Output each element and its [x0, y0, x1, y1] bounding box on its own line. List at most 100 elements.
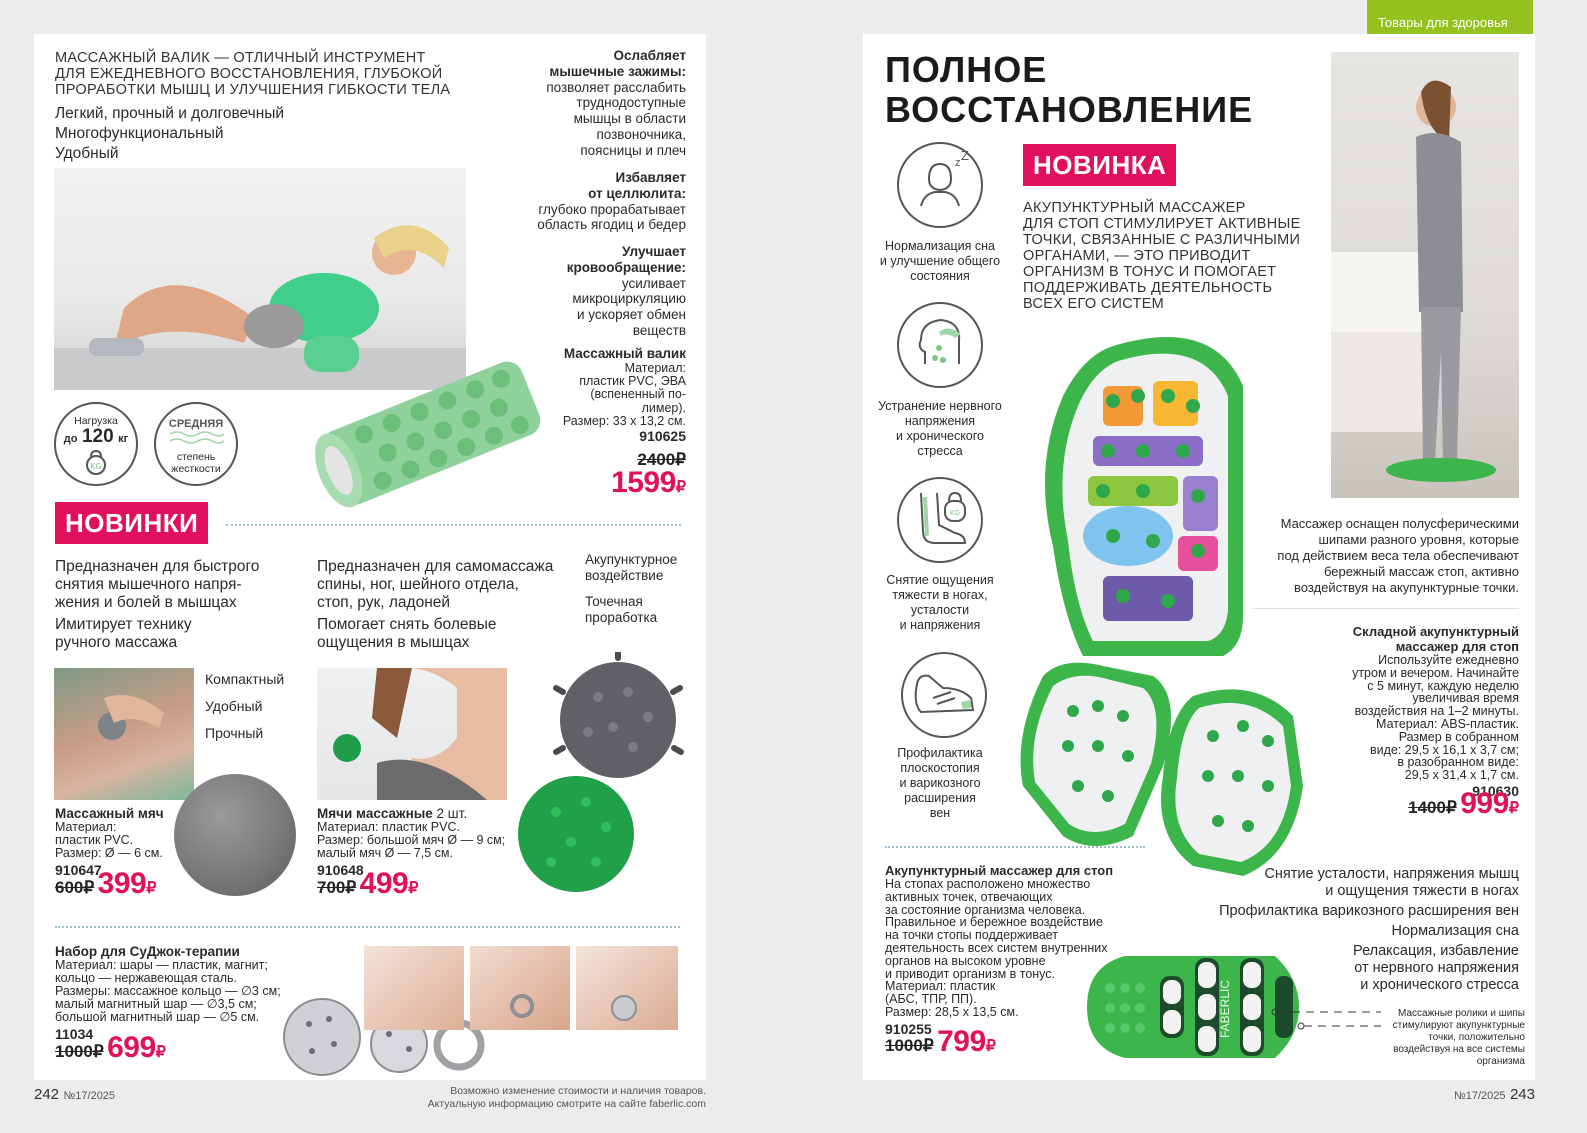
foam-roller-image: [302, 350, 554, 510]
old-price: 600₽: [55, 878, 95, 897]
stiffness-badge: СРЕДНЯЯ степень жесткости: [154, 402, 238, 486]
benefit-circulation: Улучшает кровообращение: усиливает микро…: [566, 244, 686, 338]
feature-item: Компактный: [205, 671, 285, 687]
ball-description: Предназначен для быстрого снятия мышечно…: [55, 558, 260, 651]
intro-text: АКУПУНКТУРНЫЙ МАССАЖЕР ДЛЯ СТОП СТИМУЛИР…: [1023, 200, 1301, 312]
sku: 910648: [317, 862, 364, 878]
price-disclaimer: Возможно изменение стоимости и наличия т…: [427, 1085, 706, 1110]
old-price: 1000₽: [885, 1035, 934, 1055]
roller-foot-massager-image: FABERLIC: [1085, 948, 1301, 1066]
wave-icon: [169, 431, 225, 444]
left-footer: 242 №17/2025: [34, 1086, 706, 1104]
massage-balls-info: Мячи массажные 2 шт. Материал: пластик P…: [317, 806, 506, 900]
sujok-foot-photo: [576, 946, 678, 1030]
sujok-balls-image: [274, 989, 494, 1079]
kettlebell-icon: KG: [86, 449, 106, 475]
sku: 910630: [1472, 782, 1519, 799]
price: 699: [107, 1031, 156, 1064]
folding-massager-info: Складной акупунктурный массажер для стоп…: [1303, 624, 1519, 818]
page-title: ПОЛНОЕ ВОССТАНОВЛЕНИЕ: [885, 49, 1254, 130]
massage-ball-info: Массажный мяч Материал: пластик PVC. Раз…: [55, 806, 164, 900]
page-number: 242: [34, 1086, 60, 1103]
feature-item: Удобный: [55, 145, 119, 162]
svg-text:KG: KG: [90, 462, 102, 471]
grey-massage-ball-image: [174, 774, 296, 896]
svg-text:Z: Z: [961, 148, 969, 163]
shoe-icon: [901, 652, 987, 738]
workout-illustration: [54, 225, 466, 390]
green-spiky-ball-image: [506, 762, 646, 902]
sku: 910625: [639, 428, 686, 445]
old-price: 1000₽: [55, 1042, 104, 1061]
product-name: Акупунктурный массажер для стоп: [885, 863, 1114, 878]
benefit-sleep: Нормализация сна и улучшение общего сост…: [879, 239, 1001, 283]
benefit-leg-heaviness: Снятие ощущения тяжести в ногах, усталос…: [886, 573, 994, 632]
feature-item: Легкий, прочный и долговечный: [55, 105, 285, 122]
price: 799: [937, 1024, 986, 1058]
section-tab: Товары для здоровья: [1367, 0, 1533, 34]
price: 1599: [611, 466, 676, 499]
ball-on-shoulder-photo: [317, 668, 507, 800]
stressed-head-icon: [897, 302, 983, 388]
sku: 910255: [885, 1020, 932, 1037]
leg-weight-icon: KG: [897, 477, 983, 563]
product-name: Массажный мяч: [55, 806, 164, 821]
left-page: МАССАЖНЫЙ ВАЛИК — ОТЛИЧНЫЙ ИНСТРУМЕНТ ДЛ…: [34, 34, 706, 1080]
product-name: Набор для СуДжок-терапии: [55, 944, 240, 959]
right-footer: №17/2025 243: [1300, 1086, 1535, 1104]
spiky-features: Акупунктурное воздействие Точечная прора…: [585, 552, 678, 625]
woman-on-foot-massager-photo: [1331, 52, 1519, 498]
benefit-flatfoot: Профилактика плоскостопия и варикозного …: [897, 746, 983, 820]
novelty-badge: НОВИНКИ: [55, 502, 209, 544]
product-name: Складной акупунктурный: [1352, 624, 1519, 639]
feature-item: Прочный: [205, 725, 264, 741]
price: 499: [359, 867, 409, 900]
issue-number: №17/2025: [63, 1090, 116, 1102]
benefit-stress: Устранение нервного напряжения и хрониче…: [878, 399, 1002, 458]
sujok-info: Набор для СуДжок-терапии Материал: шары …: [55, 944, 281, 1064]
spike-note: Массажер оснащен полусферическими шипами…: [1277, 516, 1519, 595]
roller-price: 2400₽ 1599₽: [554, 450, 686, 500]
folding-foot-massager-image: [993, 316, 1333, 896]
foot-massager-info: Акупунктурный массажер для стоп На стопа…: [885, 863, 1114, 1058]
old-price: 2400₽: [637, 450, 686, 469]
product-name: Массажный валик: [563, 346, 686, 361]
callout-leader-lines: [1271, 1008, 1381, 1030]
load-badge: Нагрузка до 120 кг KG: [54, 402, 138, 486]
roller-features: Легкий, прочный и долговечный Многофункц…: [55, 104, 284, 164]
old-price: 1400₽: [1408, 797, 1457, 817]
woman-foam-roller-photo: [54, 168, 466, 390]
sujok-hand-photo-1: [364, 946, 464, 1030]
divider: [55, 926, 680, 928]
divider: [1253, 608, 1519, 609]
sku: 11034: [55, 1026, 94, 1042]
svg-text:KG: KG: [950, 510, 960, 517]
svg-text:z: z: [955, 157, 961, 169]
sleeping-woman-icon: z Z: [897, 142, 983, 228]
roller-info: Массажный валик Материал: пластик PVC, Э…: [504, 346, 686, 443]
right-page: ПОЛНОЕ ВОССТАНОВЛЕНИЕ z Z Нормализация с…: [863, 34, 1535, 1080]
grey-spiky-ball-image: [518, 649, 686, 792]
price: 399: [97, 867, 147, 900]
price: 999: [1460, 786, 1509, 820]
ball-on-knee-photo: [54, 668, 194, 800]
divider: [885, 846, 1145, 848]
divider: [226, 524, 681, 526]
old-price: 700₽: [317, 878, 357, 897]
rollers-callout: Массажные ролики и шипы стимулируют акуп…: [1392, 1008, 1525, 1067]
benefit-cellulite: Избавляет от целлюлита: глубоко прорабат…: [537, 170, 686, 233]
roller-headline: МАССАЖНЫЙ ВАЛИК — ОТЛИЧНЫЙ ИНСТРУМЕНТ ДЛ…: [55, 50, 451, 98]
foot-benefits: Снятие усталости, напряжения мышц и ощущ…: [1219, 866, 1519, 993]
feature-item: Удобный: [205, 698, 263, 714]
page-number: 243: [1509, 1086, 1535, 1103]
issue-number: №17/2025: [1453, 1090, 1506, 1102]
product-name: Мячи массажные: [317, 806, 433, 821]
feature-item: Многофункциональный: [55, 125, 224, 142]
brand-logo: FABERLIC: [1218, 980, 1232, 1038]
novelty-badge: НОВИНКА: [1023, 144, 1177, 186]
benefit-relax: Ослабляет мышечные зажимы: позволяет рас…: [546, 48, 686, 158]
sujok-hand-photo-2: [470, 946, 570, 1030]
sku: 910647: [55, 862, 102, 878]
ball-features: Компактный Удобный Прочный: [205, 666, 284, 747]
balls-description: Предназначен для самомассажа спины, ног,…: [317, 558, 554, 651]
